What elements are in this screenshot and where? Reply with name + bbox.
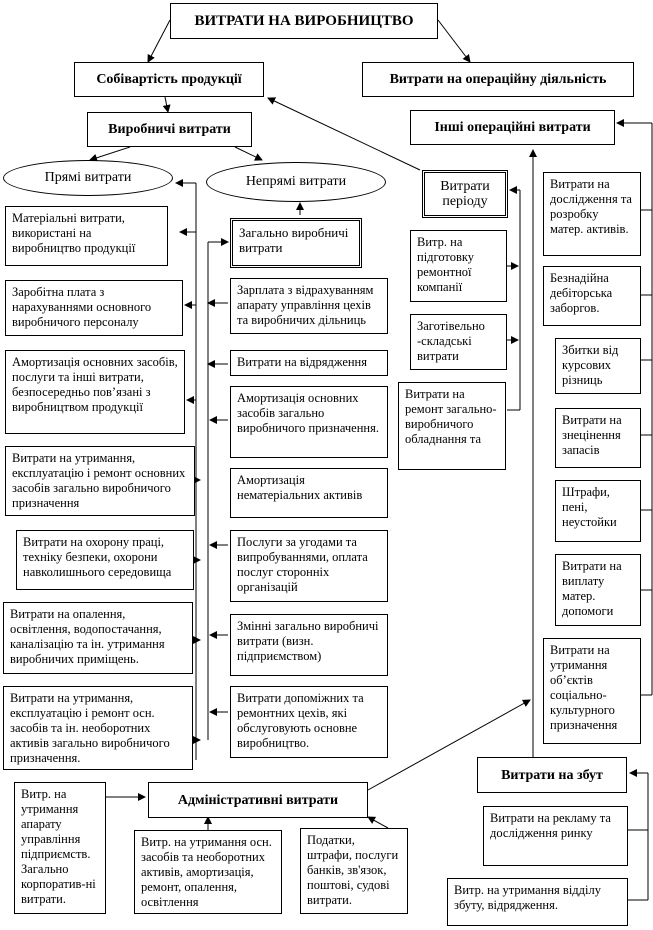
other-item-text: Витрати на дослідження та розробку матер… [550,177,632,236]
indirect-costs-ellipse: Непрямі витрати [206,162,386,202]
admin-item-text: Витр. на утримання апарату управління пі… [21,787,96,906]
admin-item-2: Витр. на утримання осн. засобів та необо… [134,830,282,914]
admin-label: Адміністративні витрати [177,792,339,808]
sales-item-text: Витрати на рекламу та дослідження ринку [490,811,611,840]
general-production-label: Загально виробничі витрати [239,225,349,255]
title-label: ВИТРАТИ НА ВИРОБНИЦТВО [194,12,414,29]
direct-item-7: Витрати на утримання, експлуатацію і рем… [3,686,193,770]
other-operating-label: Інші операційні витрати [434,120,591,135]
direct-item-text: Витрати на охорону праці, техніку безпек… [23,535,172,579]
indirect-item-4: Амортизація нематеріальних активів [230,468,388,518]
period-item-3: Витрати на ремонт загально-виробничого о… [398,382,506,470]
indirect-item-text: Зарплата з відрахуванням апарату управлі… [237,283,374,327]
indirect-item-5: Послуги за угодами та випробуваннями, оп… [230,530,388,602]
other-item-7: Витрати на утримання об’єктів соціально-… [543,638,641,744]
period-item-2: Заготівельно -складські витрати [410,314,507,370]
direct-item-6: Витрати на опалення, освітлення, водопос… [3,602,193,674]
other-item-text: Збитки від курсових різниць [562,343,619,387]
general-production-box: Загально виробничі витрати [230,218,362,268]
title-box: ВИТРАТИ НА ВИРОБНИЦТВО [170,3,438,39]
period-item-text: Заготівельно -складські витрати [417,319,485,363]
other-item-text: Штрафи, пені, неустойки [562,485,617,529]
indirect-item-6: Змінні загально виробничі витрати (визн.… [230,614,388,676]
other-item-4: Витрати на знецінення запасів [555,408,641,468]
indirect-item-text: Змінні загально виробничі витрати (визн.… [237,619,379,663]
other-item-1: Витрати на дослідження та розробку матер… [543,172,641,256]
cost-of-production-label: Собівартість продукції [96,72,242,87]
sales-item-1: Витрати на рекламу та дослідження ринку [483,806,628,866]
indirect-item-1: Зарплата з відрахуванням апарату управлі… [230,278,388,334]
direct-item-text: Амортизація основних засобів, послуги та… [12,355,178,414]
sales-label: Витрати на збут [501,767,603,783]
indirect-item-3: Амортизація основних засобів загально ви… [230,386,388,458]
direct-item-text: Заробітна плата з нарахуваннями основног… [12,285,152,329]
sales-item-text: Витр. на утримання відділу збуту, відряд… [454,883,601,912]
admin-item-text: Податки, штрафи, послуги банків, зв'язок… [307,833,399,907]
direct-item-3: Амортизація основних засобів, послуги та… [5,350,185,434]
indirect-item-2: Витрати на відрядження [230,350,388,376]
period-costs-label: Витрати періоду [440,179,490,209]
other-item-text: Безнадійна дебіторська заборгов. [550,271,613,315]
sales-box: Витрати на збут [477,757,627,793]
direct-item-5: Витрати на охорону праці, техніку безпек… [16,530,194,590]
direct-item-text: Витрати на утримання, експлуатацію і рем… [10,691,170,765]
other-item-text: Витрати на утримання об’єктів соціально-… [550,643,618,732]
operating-expenses-label: Витрати на операційну діяльність [389,72,607,87]
production-costs-label: Виробничі витрати [108,122,231,137]
indirect-item-7: Витрати допоміжних та ремонтних цехів, я… [230,686,388,758]
sales-item-2: Витр. на утримання відділу збуту, відряд… [447,878,628,926]
operating-expenses-box: Витрати на операційну діяльність [362,62,634,97]
other-item-5: Штрафи, пені, неустойки [555,480,641,542]
direct-item-text: Витрати на утримання, експлуатацію і рем… [12,451,186,510]
admin-item-3: Податки, штрафи, послуги банків, зв'язок… [300,828,408,914]
direct-costs-label: Прямі витрати [44,170,132,185]
indirect-item-text: Послуги за угодами та випробуваннями, оп… [237,535,368,594]
period-item-1: Витр. на підготовку ремонтної компанії [410,230,507,302]
period-costs-box: Витрати періоду [422,170,508,218]
other-item-3: Збитки від курсових різниць [555,338,641,394]
direct-item-1: Матеріальні витрати, використані на виро… [5,206,168,266]
other-item-2: Безнадійна дебіторська заборгов. [543,266,641,326]
other-item-text: Витрати на знецінення запасів [562,413,622,457]
indirect-item-text: Амортизація основних засобів загально ви… [237,391,379,435]
period-item-text: Витрати на ремонт загально-виробничого о… [405,387,497,446]
indirect-item-text: Витрати допоміжних та ремонтних цехів, я… [237,691,364,750]
admin-box: Адміністративні витрати [148,782,368,818]
other-operating-box: Інші операційні витрати [410,110,615,145]
indirect-item-text: Амортизація нематеріальних активів [237,473,363,502]
indirect-costs-label: Непрямі витрати [245,174,347,189]
admin-item-1: Витр. на утримання апарату управління пі… [14,782,106,914]
direct-item-4: Витрати на утримання, експлуатацію і рем… [5,446,195,516]
cost-of-production-box: Собівартість продукції [74,62,264,97]
other-item-text: Витрати на виплату матер. допомоги [562,559,622,618]
admin-item-text: Витр. на утримання осн. засобів та необо… [141,835,272,909]
direct-item-text: Матеріальні витрати, використані на виро… [12,211,136,255]
direct-item-text: Витрати на опалення, освітлення, водопос… [10,607,165,666]
direct-item-2: Заробітна плата з нарахуваннями основног… [5,280,183,336]
production-costs-box: Виробничі витрати [87,112,252,147]
direct-costs-ellipse: Прямі витрати [3,160,173,196]
period-item-text: Витр. на підготовку ремонтної компанії [417,235,475,294]
indirect-item-text: Витрати на відрядження [237,355,367,369]
other-item-6: Витрати на виплату матер. допомоги [555,554,641,626]
